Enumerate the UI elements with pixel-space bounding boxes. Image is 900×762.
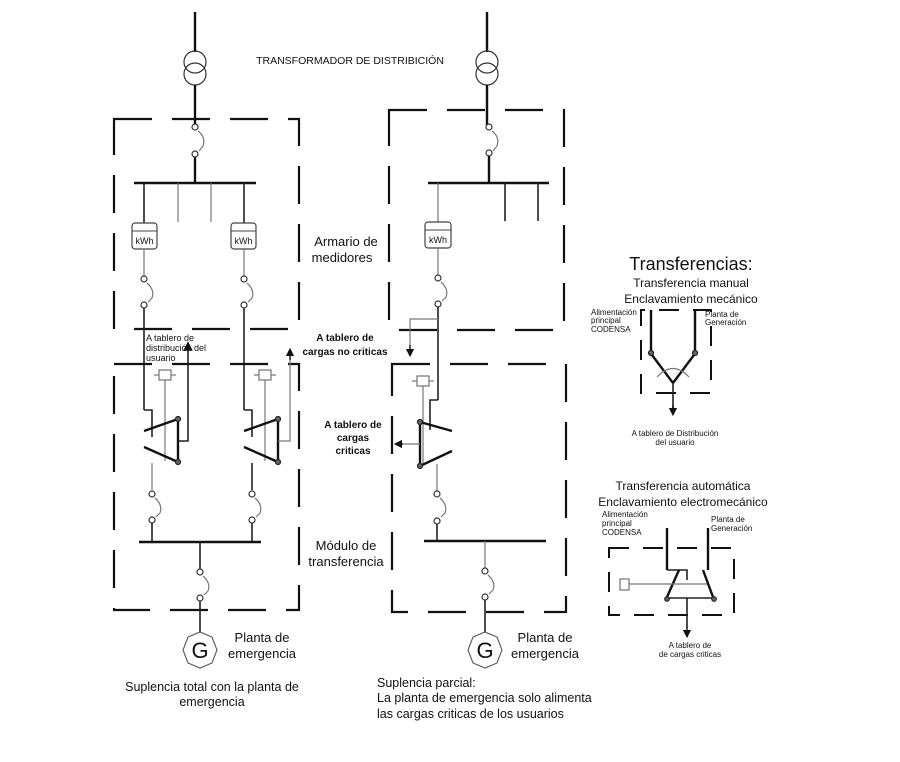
caption-parcial: Suplencia parcial: La planta de emergenc… <box>377 676 592 721</box>
label-line: emergencia <box>228 646 297 661</box>
label-line: distribución del <box>146 343 206 353</box>
automatic-transfer-box <box>608 547 735 616</box>
transformer-title: TRANSFORMADOR DE DISTRIBICIÓN <box>256 54 444 67</box>
label-line: emergencia <box>511 646 580 661</box>
title-line: Transferencia manual <box>633 276 749 290</box>
label-line: Planta de <box>518 630 573 645</box>
left-system: kWh kWh <box>112 12 301 669</box>
label-line: usuario <box>146 353 176 363</box>
left-breaker-2-icon <box>240 275 254 309</box>
meter-label: kWh <box>235 236 253 246</box>
left-breaker-1-icon <box>140 275 154 309</box>
right-transfer-module-box <box>390 362 568 614</box>
label-line: Alimentación <box>602 510 648 519</box>
automatic-bottom-label: A tablero de de cargas criticas <box>659 641 721 659</box>
label-line: A tablero de <box>669 641 712 650</box>
label-line: principal <box>591 316 621 325</box>
left-gen-breaker-icon <box>196 568 210 602</box>
manual-transfer-box <box>640 309 712 394</box>
armario-label: Armario de medidores <box>312 234 378 265</box>
manual-left-label: Alimentación principal CODENSA <box>591 308 637 334</box>
generator-label: G <box>191 638 208 663</box>
caption-total: Suplencia total con la planta de emergen… <box>125 680 299 709</box>
caption-line: Suplencia parcial: <box>377 676 476 690</box>
caption-line: emergencia <box>179 695 244 709</box>
label-line: A tablero de <box>316 333 374 344</box>
label-line: Generación <box>705 318 746 327</box>
label-line: criticas <box>335 446 370 457</box>
label-line: A tablero de Distribución <box>632 429 719 438</box>
label-line: transferencia <box>308 554 384 569</box>
transferencias-heading: Transferencias: <box>629 254 752 274</box>
right-gen-breaker-icon <box>481 567 495 601</box>
caption-line: La planta de emergencia solo alimenta <box>377 691 592 705</box>
label-line: medidores <box>312 250 373 265</box>
critical-label: A tablero de cargas criticas <box>324 420 382 457</box>
label-line: Planta de <box>711 515 745 524</box>
title-line: Enclavamiento mecánico <box>624 292 758 306</box>
user-board-label: A tablero de distribución del usuario <box>146 333 206 363</box>
left-generator-icon: G <box>182 631 218 669</box>
noncritical-label: A tablero de cargas no criticas <box>302 333 387 358</box>
label-line: de cargas criticas <box>659 650 721 659</box>
right-breaker-icon <box>434 274 448 308</box>
meter-label: kWh <box>429 235 447 245</box>
automatic-transfer-diagram <box>608 528 735 639</box>
left-ats-1 <box>143 352 189 490</box>
left-ats-breakers <box>148 490 262 524</box>
left-meter-2: kWh <box>230 222 257 250</box>
label-line: Módulo de <box>316 538 377 553</box>
left-transfer-module-box <box>112 362 301 612</box>
manual-right-label: Planta de Generación <box>705 310 746 327</box>
automatic-left-label: Alimentación principal CODENSA <box>602 510 648 537</box>
right-generator-icon: G <box>467 631 503 669</box>
caption-line: Suplencia total con la planta de <box>125 680 299 694</box>
meter-label: kWh <box>136 236 154 246</box>
manual-title: Transferencia manual Enclavamiento mecán… <box>624 276 758 306</box>
modulo-label: Módulo de transferencia <box>308 538 384 569</box>
right-ats <box>403 375 453 492</box>
label-line: A tablero de <box>146 333 194 343</box>
manual-bottom-label: A tablero de Distribución del usuario <box>632 429 719 447</box>
left-meter-1: kWh <box>131 222 158 250</box>
planta-right-label: Planta de emergencia <box>511 630 580 661</box>
title-line: Enclavamiento electromecánico <box>598 495 768 509</box>
label-line: A tablero de <box>324 420 382 431</box>
label-line: principal <box>602 519 632 528</box>
left-meter-cabinet-box <box>112 117 301 331</box>
label-line: Armario de <box>314 234 378 249</box>
label-line: Planta de <box>235 630 290 645</box>
title-line: Transferencia automática <box>616 479 751 493</box>
automatic-title: Transferencia automática Enclavamiento e… <box>598 479 768 509</box>
label-line: Planta de <box>705 310 739 319</box>
left-transformer-icon <box>183 50 207 86</box>
right-ats-breaker-icon <box>433 490 447 525</box>
manual-transfer-diagram <box>640 309 712 417</box>
automatic-right-label: Planta de Generación <box>711 515 752 533</box>
left-main-breaker-icon <box>191 123 205 158</box>
label-line: cargas <box>337 433 370 444</box>
right-main-breaker-icon <box>485 123 499 157</box>
planta-left-label: Planta de emergencia <box>228 630 297 661</box>
label-line: Alimentación <box>591 308 637 317</box>
generator-label: G <box>476 638 493 663</box>
caption-line: las cargas criticas de los usuarios <box>377 707 564 721</box>
right-meter: kWh <box>424 221 452 249</box>
label-line: CODENSA <box>591 325 631 334</box>
right-transformer-icon <box>475 50 499 86</box>
right-system: kWh <box>387 12 568 669</box>
label-line: Generación <box>711 524 752 533</box>
right-meter-cabinet-box <box>387 108 566 332</box>
label-line: CODENSA <box>602 528 642 537</box>
relay-coil-icon <box>619 578 630 591</box>
label-line: cargas no criticas <box>302 347 387 358</box>
label-line: del usuario <box>655 438 695 447</box>
left-ats-2 <box>243 360 291 490</box>
